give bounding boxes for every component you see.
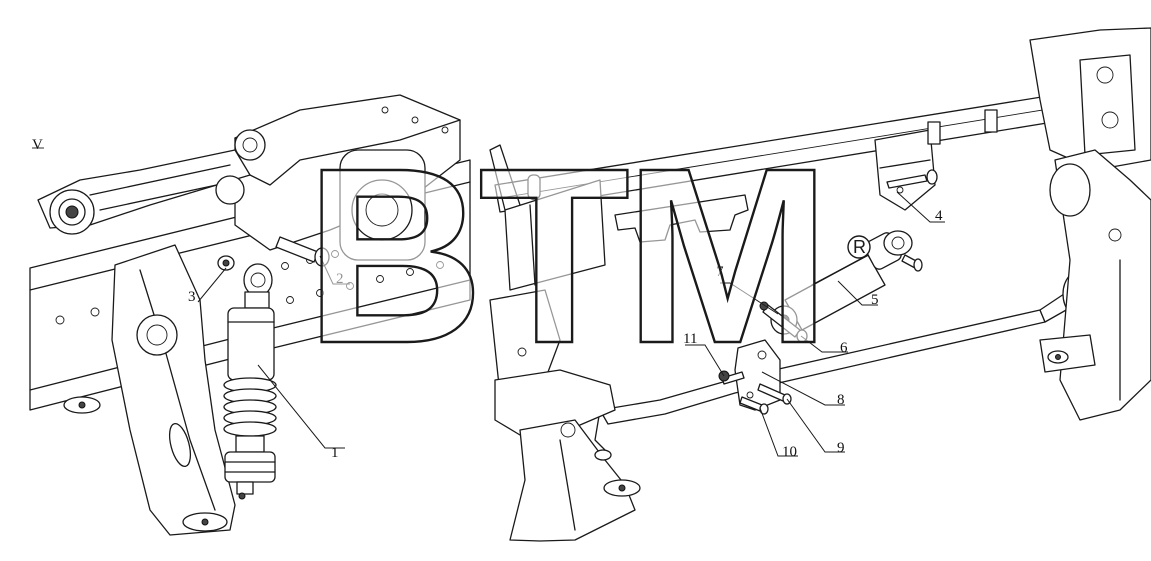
leader-6 [800, 335, 848, 353]
leader-lines [197, 191, 945, 457]
watermark-text: BTM [305, 116, 825, 395]
bolt-10 [739, 396, 769, 415]
lower-center-structure [489, 289, 641, 542]
leader-10 [759, 407, 798, 457]
watermark: BTM R [304, 115, 871, 396]
registered-mark-circle [847, 235, 871, 259]
registered-mark: R [853, 237, 866, 257]
tube-clamp-bracket-4 [874, 109, 998, 211]
callout-1: 1 [331, 445, 339, 461]
nut-3 [217, 255, 235, 271]
front-bracket-casting [63, 244, 236, 536]
leader-4 [896, 191, 945, 223]
cab-shock-absorber-5 [784, 230, 923, 331]
leader-3 [197, 267, 227, 303]
leader-9 [786, 398, 845, 453]
callout-2: 2 [336, 271, 344, 287]
bolt-6 [759, 301, 808, 343]
callout-6: 6 [840, 340, 848, 356]
callout-8: 8 [837, 392, 845, 408]
leader-2 [319, 255, 350, 285]
callout-4: 4 [935, 208, 943, 224]
callout-9: 9 [837, 440, 845, 456]
callout-numbers: 1 2 3 4 5 6 7 8 9 10 11 [188, 208, 943, 461]
bolt-2 [275, 236, 330, 267]
right-chassis-structure [1029, 27, 1151, 421]
leader-11 [685, 344, 725, 377]
callout-10: 10 [782, 444, 797, 460]
shock-absorber-1 [223, 263, 277, 500]
leader-1 [257, 364, 345, 449]
stabilizer-arm [37, 149, 251, 235]
callout-11: 11 [683, 331, 697, 347]
cab-mount-bracket [234, 94, 461, 261]
coil-spring [223, 377, 277, 437]
edge-marker-label: V [32, 137, 43, 153]
callout-3: 3 [188, 289, 196, 305]
callout-5: 5 [871, 292, 879, 308]
callout-7: 7 [716, 264, 724, 280]
edge-marker: V [32, 137, 44, 153]
frame-support-bracket [489, 144, 749, 291]
leader-5 [837, 280, 878, 306]
leader-7 [720, 282, 779, 315]
leader-8 [761, 371, 845, 406]
